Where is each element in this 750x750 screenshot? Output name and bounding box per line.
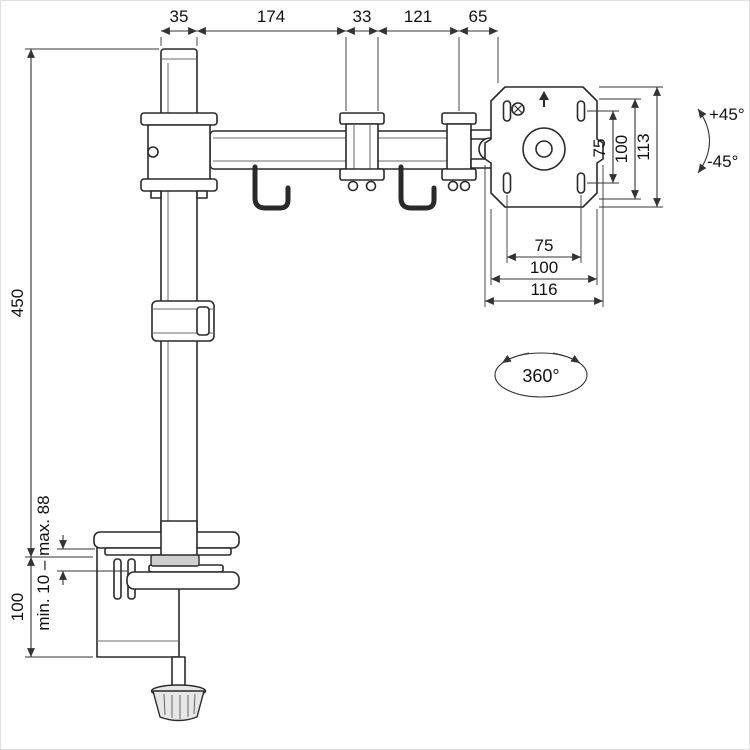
joint-bolt-icon <box>347 180 359 192</box>
dim-label-vesa-100-h: 100 <box>530 258 558 277</box>
pole-height-dimension: 450 <box>8 48 159 558</box>
dim-label-clamp-height: 100 <box>8 593 27 621</box>
clamp-screw-icon <box>147 146 159 158</box>
desk-thickness-dimension: min. 10 – max. 88 <box>34 495 127 631</box>
joint-bolt-icon <box>459 180 471 192</box>
pole-collar <box>150 554 200 567</box>
joint-bolt-icon <box>365 180 377 192</box>
arm-mid-joint <box>339 112 385 192</box>
dim-label-arm-rear: 121 <box>404 7 432 26</box>
top-dimensions: 35 174 33 121 65 <box>160 7 499 111</box>
dim-label-desk-thickness-range: min. 10 – max. 88 <box>34 495 53 630</box>
vesa-plate <box>484 86 604 208</box>
dim-label-tilt-up: +45° <box>709 105 745 124</box>
dim-label-vesa-75-v: 75 <box>590 139 609 158</box>
dim-label-pole-width: 35 <box>170 7 189 26</box>
vesa-horizontal-dimensions: 75 100 116 <box>484 165 604 307</box>
vesa-slot <box>502 100 512 122</box>
dim-label-joint-width: 33 <box>353 7 372 26</box>
vesa-slot <box>502 172 512 194</box>
pole-arm-clamp <box>140 112 218 199</box>
vesa-slot <box>576 100 586 122</box>
vesa-slot <box>576 172 586 194</box>
dim-label-head-offset: 65 <box>469 7 488 26</box>
clamp-lower-jaw <box>126 571 240 590</box>
clamp-slot <box>113 558 122 600</box>
clamp-height-dimension: 100 <box>8 557 93 658</box>
dim-label-arm-front: 174 <box>257 7 285 26</box>
cable-hook-front <box>252 164 291 211</box>
dim-label-plate-height: 113 <box>634 133 653 160</box>
dim-label-vesa-75-h: 75 <box>535 236 554 255</box>
dim-label-vesa-100-v: 100 <box>612 135 631 163</box>
arm-end-joint <box>441 112 477 192</box>
dim-label-tilt-down: -45° <box>707 152 738 171</box>
clamp-screw-knob <box>150 656 207 722</box>
tilt-arc-icon <box>697 108 710 174</box>
arm-tube <box>209 130 464 170</box>
rotation-indicator: 360° <box>494 352 588 398</box>
cable-hook-rear <box>398 164 437 211</box>
dim-label-rotation: 360° <box>522 366 559 386</box>
joint-bolt-icon <box>447 180 459 192</box>
rotation-ellipse-icon <box>494 352 588 398</box>
pole-cable-clip <box>151 300 215 342</box>
dim-label-plate-width: 116 <box>530 280 557 299</box>
pole-lower-section <box>160 520 198 558</box>
vesa-vertical-dimensions: 75 100 113 <box>587 86 663 208</box>
tilt-indicator: +45° -45° <box>697 105 745 174</box>
tilt-screw-icon <box>511 102 525 116</box>
orientation-arrow-icon <box>539 91 549 107</box>
dim-label-pole-height: 450 <box>8 289 27 317</box>
